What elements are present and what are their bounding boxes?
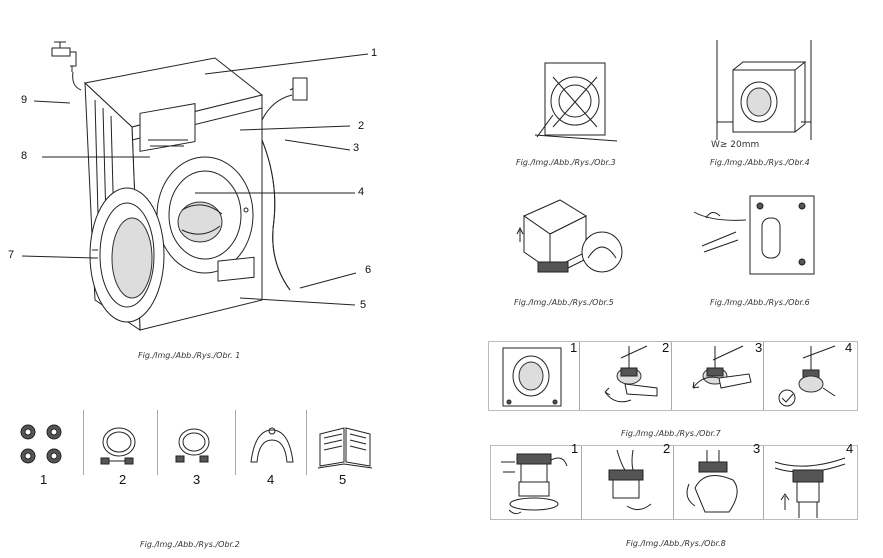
fig3-packaging-drawing	[533, 55, 623, 145]
transit-caps-icon	[18, 422, 78, 472]
washing-machine-drawing	[0, 0, 400, 370]
fig8-step-4-label: 4	[846, 441, 854, 456]
fig5-caption: Fig./Img./Abb./Rys./Obr.5	[514, 298, 614, 307]
callout-8: 8	[21, 150, 28, 162]
fig6-transit-bolts-drawing	[690, 192, 820, 282]
fig7-step-3-label: 3	[755, 340, 763, 355]
callout-3: 3	[353, 142, 360, 154]
fig8-step-3-label: 3	[753, 441, 761, 456]
callout-6: 6	[365, 264, 372, 276]
hose-step-2-drawing	[587, 448, 671, 518]
accessory-3-label: 3	[193, 472, 201, 487]
fig3-caption: Fig./Img./Abb./Rys./Obr.3	[516, 158, 616, 167]
callout-9: 9	[21, 94, 28, 106]
callout-5: 5	[360, 299, 367, 311]
leveling-step-1-drawing	[499, 344, 579, 408]
fig7-step-1-label: 1	[570, 340, 578, 355]
drain-hose-icon	[170, 422, 220, 472]
callout-2: 2	[358, 120, 365, 132]
fig4-caption: Fig./Img./Abb./Rys./Obr.4	[710, 158, 810, 167]
fig7-step-4-label: 4	[845, 340, 853, 355]
accessory-divider	[83, 410, 84, 475]
leveling-step-3-drawing	[683, 344, 763, 408]
callout-4: 4	[358, 186, 365, 198]
clearance-label: W≥ 20mm	[711, 140, 760, 150]
fig8-step-1-label: 1	[571, 441, 579, 456]
fig1-caption: Fig./Img./Abb./Rys./Obr. 1	[138, 351, 241, 360]
hose-step-1-drawing	[495, 448, 579, 518]
leveling-step-4-drawing	[775, 344, 855, 408]
step-divider	[763, 342, 764, 410]
accessory-divider	[235, 410, 236, 475]
callout-1: 1	[371, 47, 378, 59]
fig7-step-2-label: 2	[662, 340, 670, 355]
accessory-divider	[157, 410, 158, 475]
water-tap-icon	[52, 42, 81, 90]
manual-book-icon	[318, 422, 373, 472]
fig6-caption: Fig./Img./Abb./Rys./Obr.6	[710, 298, 810, 307]
hose-step-4-drawing	[769, 448, 853, 518]
step-divider	[671, 342, 672, 410]
accessory-4-label: 4	[267, 472, 275, 487]
inlet-hose-icon	[95, 422, 145, 472]
fig8-panel: 1 2 3 4	[490, 441, 858, 520]
fig7-caption: Fig./Img./Abb./Rys./Obr.7	[621, 429, 721, 438]
fig1-washing-machine: 1 2 3 4 5 6 7 8 9 Fig./Img./Abb./Rys./Ob…	[0, 0, 400, 370]
step-divider	[673, 446, 674, 519]
hose-step-3-drawing	[679, 448, 763, 518]
step-divider	[579, 342, 580, 410]
fig4-wall-clearance-drawing	[713, 40, 823, 150]
fig2-caption: Fig./Img./Abb./Rys./Obr.2	[140, 540, 240, 549]
callout-7: 7	[8, 249, 15, 261]
fig7-panel: 1 2 3 4	[488, 340, 858, 411]
step-divider	[581, 446, 582, 519]
accessory-1-label: 1	[40, 472, 48, 487]
accessory-5-label: 5	[339, 472, 347, 487]
fig5-remove-base-drawing	[514, 190, 624, 290]
leveling-step-2-drawing	[591, 344, 671, 408]
accessory-divider	[306, 410, 307, 475]
accessory-2-label: 2	[119, 472, 127, 487]
step-divider	[763, 446, 764, 519]
hose-bracket-icon	[247, 422, 297, 472]
fig2-accessories: 1 2 3 4 5 Fig./Img./Abb./Rys./Obr.2	[0, 400, 400, 558]
fig8-caption: Fig./Img./Abb./Rys./Obr.8	[626, 539, 726, 548]
fig8-step-2-label: 2	[663, 441, 671, 456]
